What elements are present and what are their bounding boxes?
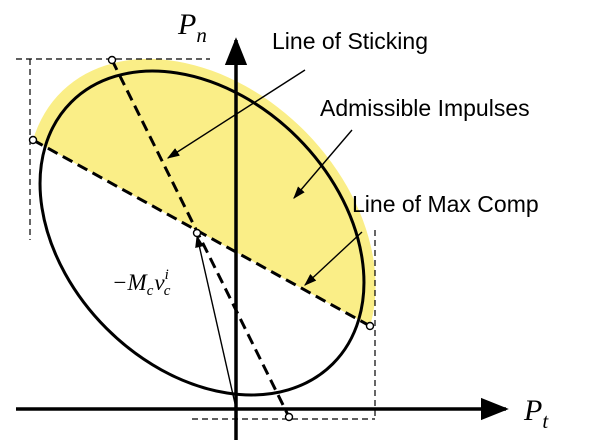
- vector-label-sub2: c: [164, 283, 171, 299]
- admissible-impulses-label: Admissible Impulses: [320, 95, 530, 121]
- bounding-box: [16, 58, 376, 420]
- line-of-sticking-label: Line of Sticking: [272, 28, 428, 54]
- horizontal-axis-label: Pt: [523, 394, 549, 433]
- top-tangent-point: [107, 55, 117, 65]
- impulse-ellipse: [38, 69, 366, 397]
- horizontal-axis-symbol: P: [523, 394, 542, 427]
- line-of-max-comp-label: Line of Max Comp: [352, 191, 539, 217]
- line-of-max-comp: [32, 138, 371, 328]
- bottom-tangent-point: [284, 412, 294, 422]
- admissible-pointer-arrow: [293, 129, 353, 199]
- admissible-region: [33, 58, 376, 327]
- vector-label-prefix: −M: [112, 270, 149, 295]
- intersection-point: [192, 228, 202, 238]
- right-tangent-point: [365, 321, 375, 331]
- vertical-axis-label: Pn: [177, 8, 207, 47]
- vertical-axis-subscript: n: [196, 23, 207, 47]
- incoming-impulse-vector: [195, 234, 237, 409]
- horizontal-axis-subscript: t: [542, 409, 549, 433]
- left-tangent-point: [28, 135, 38, 145]
- vector-label-base: v: [154, 270, 165, 295]
- vector-label-sup: i: [165, 267, 169, 283]
- line-of-sticking: [110, 59, 291, 418]
- sticking-pointer-arrow: [166, 69, 306, 159]
- vertical-axis-symbol: P: [177, 8, 196, 41]
- max-comp-pointer-arrow: [304, 231, 363, 286]
- vector-label-sub1: c: [147, 283, 154, 299]
- key-points: [28, 55, 375, 422]
